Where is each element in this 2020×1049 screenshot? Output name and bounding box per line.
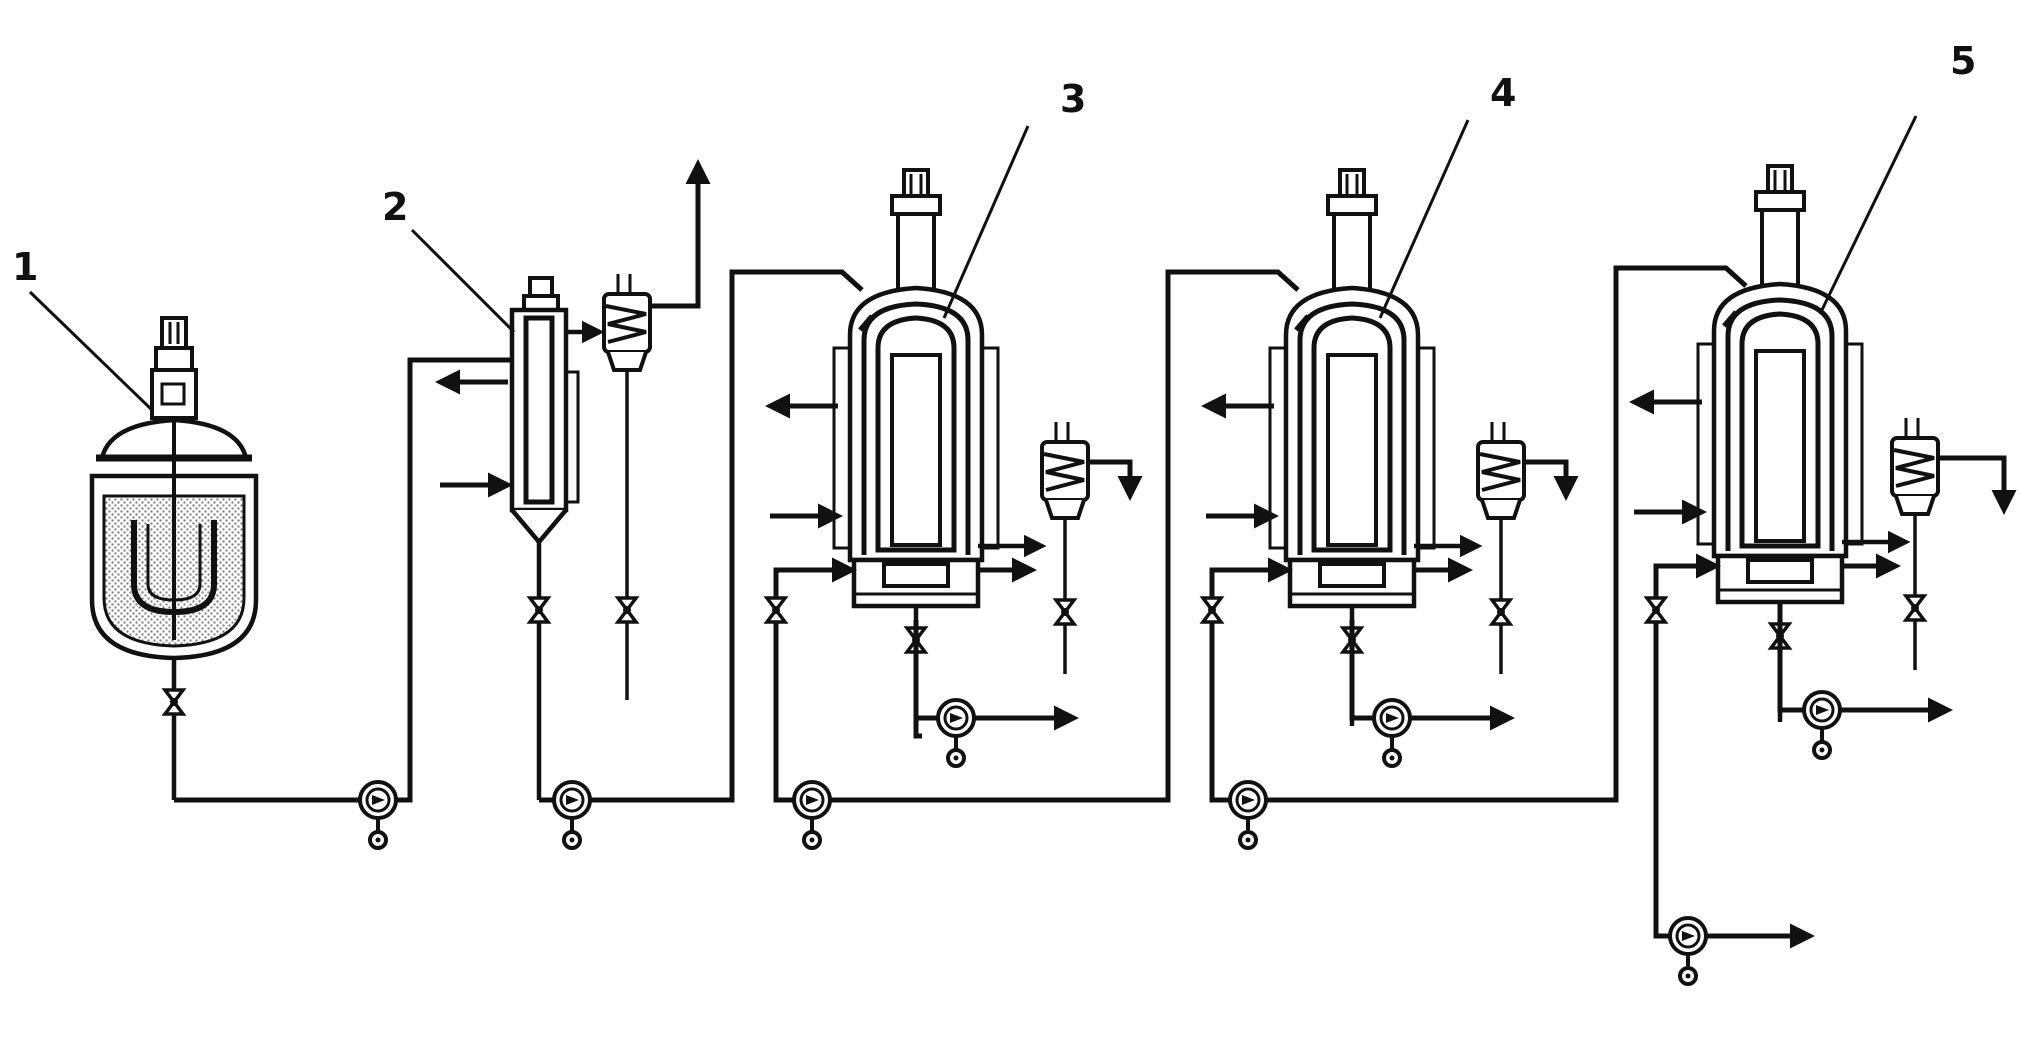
- condenser-5: [1890, 416, 2017, 670]
- leader-line-5: [1818, 115, 1918, 315]
- leader-line-1: [28, 290, 154, 412]
- pump-icon: [358, 780, 398, 850]
- condenser-3: [1040, 420, 1143, 674]
- distillation-unit-4: [1206, 170, 1478, 726]
- pump-icon: [1372, 698, 1412, 768]
- condenser-2: [602, 159, 711, 700]
- pump-icon: [1668, 916, 1708, 986]
- pump-icon: [1802, 690, 1842, 760]
- label-3: 3: [1060, 77, 1086, 121]
- leader-line-4: [1378, 119, 1470, 319]
- reactor-tank-1: [89, 316, 259, 800]
- leader-line-3: [942, 125, 1030, 319]
- pump-icon: [936, 698, 976, 768]
- pump-icon: [1228, 780, 1268, 850]
- leader-line-2: [410, 228, 516, 334]
- label-4: 4: [1490, 71, 1516, 115]
- pump-icon: [552, 780, 592, 850]
- pump-icon: [792, 780, 832, 850]
- distillation-unit-3: [770, 170, 1042, 726]
- condenser-4: [1476, 420, 1579, 674]
- distillation-unit-5: [1634, 166, 1906, 722]
- label-5: 5: [1950, 39, 1976, 83]
- label-1: 1: [12, 245, 38, 289]
- preheater-column-2: [435, 276, 605, 800]
- label-2: 2: [382, 185, 408, 229]
